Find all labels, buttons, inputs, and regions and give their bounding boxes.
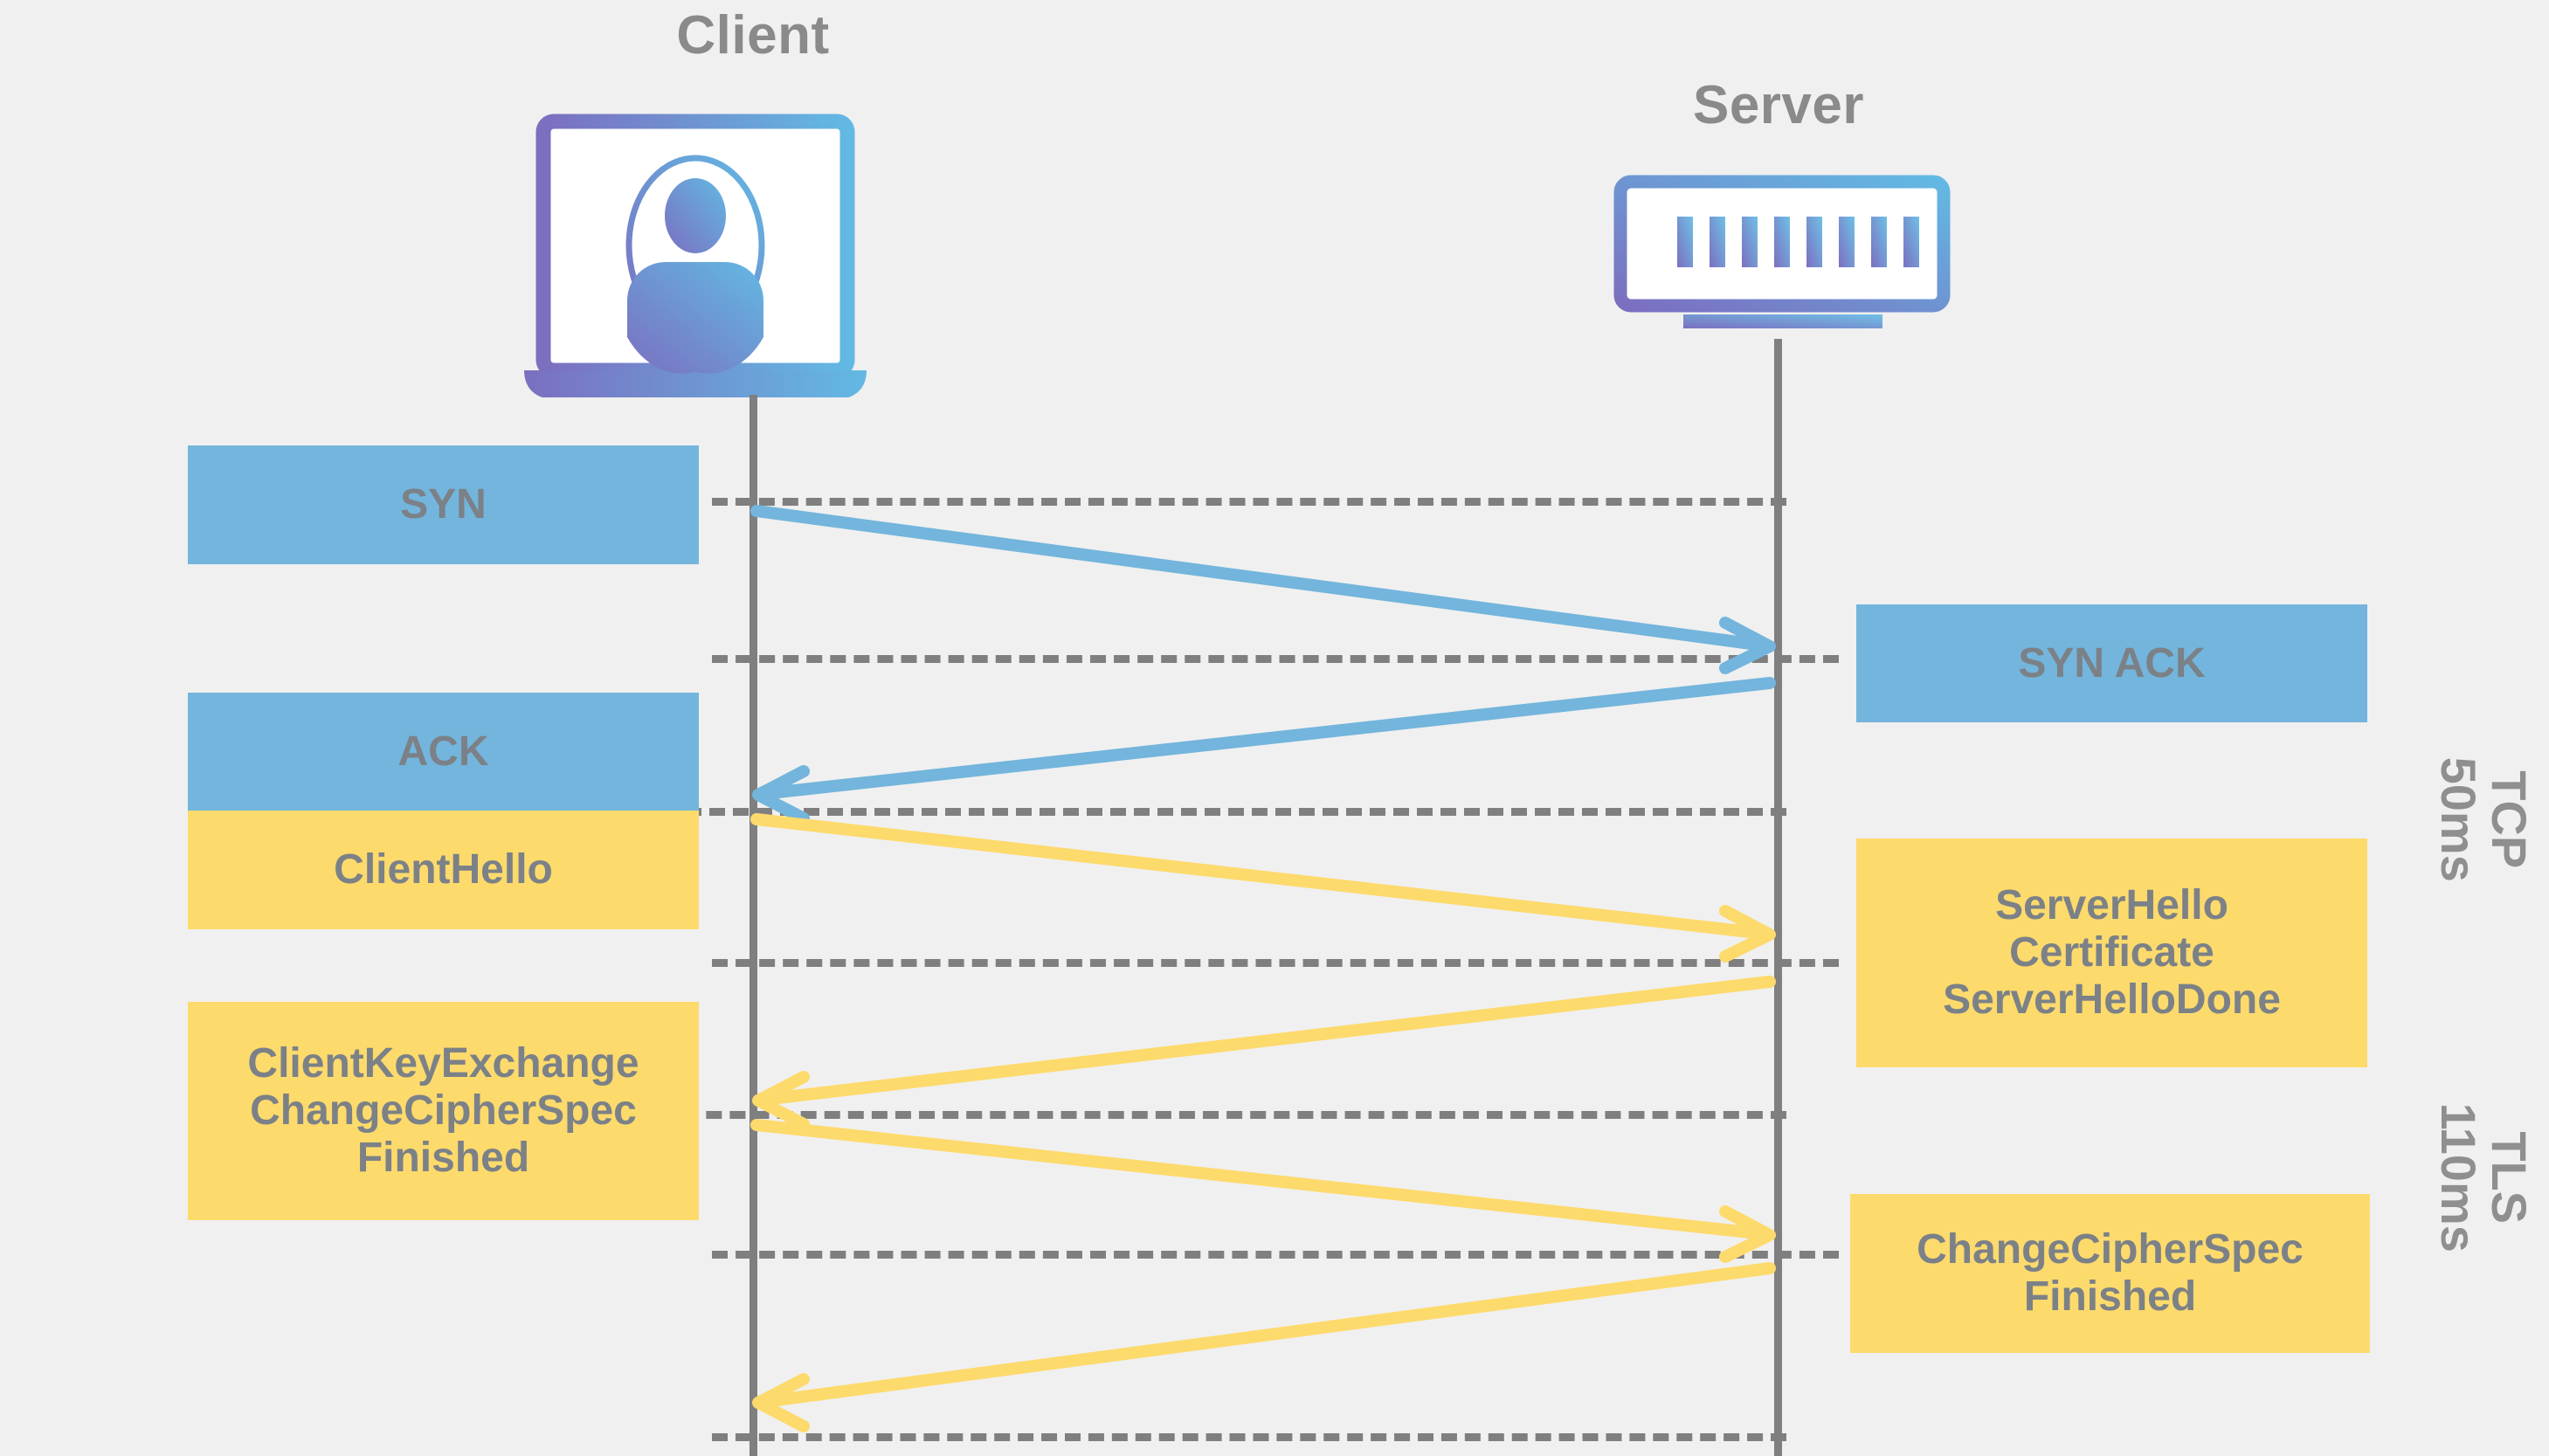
phase-duration: 110ms xyxy=(2431,1102,2486,1252)
message-label: ACK xyxy=(397,728,489,775)
server-lifeline xyxy=(1774,339,1782,1456)
guide-line-ack xyxy=(214,808,1786,816)
guide-line-end xyxy=(712,1433,1786,1441)
client-actor-label: Client xyxy=(676,5,830,66)
client-hello-arrow xyxy=(750,813,1776,963)
message-box-server-change-cipher[interactable]: ChangeCipherSpec Finished xyxy=(1850,1194,2370,1353)
message-box-ack[interactable]: ACK xyxy=(188,693,699,811)
guide-line-syn xyxy=(712,498,1786,506)
guide-line-syn-ack xyxy=(712,655,1839,663)
guide-line-server-hello xyxy=(712,959,1839,967)
message-box-syn[interactable]: SYN xyxy=(188,445,699,564)
message-label-line-2: Certificate xyxy=(2009,929,2214,976)
message-box-server-hello[interactable]: ServerHello Certificate ServerHelloDone xyxy=(1856,838,2367,1067)
guide-line-client-key xyxy=(611,1111,1786,1119)
syn-ack-arrow xyxy=(752,677,1776,825)
message-label-line-2: Finished xyxy=(2023,1273,2197,1320)
message-box-syn-ack[interactable]: SYN ACK xyxy=(1856,604,2367,722)
message-label-line-3: ServerHelloDone xyxy=(1943,976,2281,1023)
client-key-exchange-arrow xyxy=(750,1119,1776,1263)
laptop-user-icon xyxy=(524,109,983,408)
message-box-client-key-exchange[interactable]: ClientKeyExchange ChangeCipherSpec Finis… xyxy=(188,1002,699,1220)
server-rack-icon xyxy=(1612,175,1952,345)
server-hello-arrow xyxy=(752,976,1776,1130)
phase-label-tls: TLS 110ms xyxy=(2431,1068,2538,1287)
message-label-line-3: Finished xyxy=(356,1134,530,1181)
phase-name: TCP xyxy=(2482,770,2538,869)
message-label-line-1: ChangeCipherSpec xyxy=(1917,1226,2304,1273)
message-label-line-1: ServerHello xyxy=(1995,882,2228,929)
guide-line-server-fin xyxy=(712,1251,1839,1259)
message-label: ClientHello xyxy=(334,846,553,894)
syn-arrow xyxy=(750,505,1776,674)
message-box-client-hello[interactable]: ClientHello xyxy=(188,811,699,929)
message-label: SYN xyxy=(400,481,487,528)
server-finished-arrow xyxy=(752,1262,1776,1432)
server-actor-label: Server xyxy=(1692,75,1865,135)
phase-duration: 50ms xyxy=(2431,756,2486,882)
phase-name: TLS xyxy=(2482,1131,2538,1225)
message-label: SYN ACK xyxy=(2018,639,2206,687)
message-label-line-1: ClientKeyExchange xyxy=(247,1040,639,1087)
message-label-line-2: ChangeCipherSpec xyxy=(250,1087,637,1135)
phase-label-tcp: TCP 50ms xyxy=(2431,710,2538,928)
client-lifeline xyxy=(750,395,757,1456)
